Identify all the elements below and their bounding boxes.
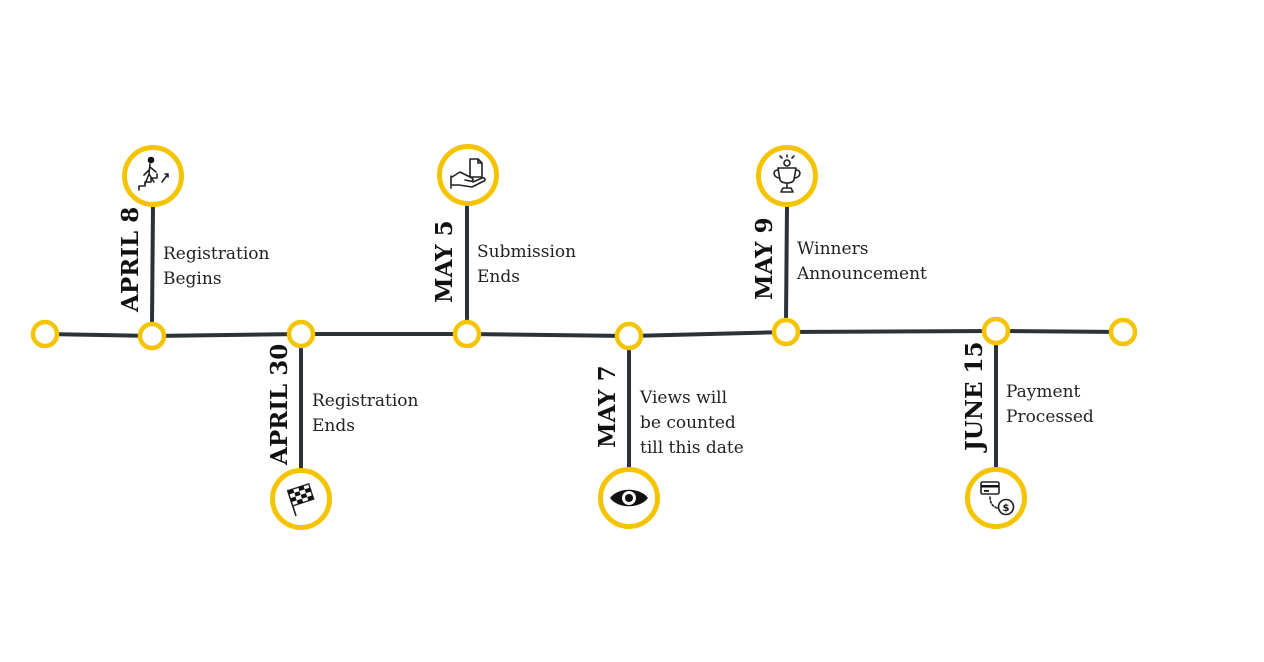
event-node <box>981 316 1011 346</box>
event-date: MAY 9 <box>751 217 778 300</box>
event-may-9: MAY 9 Winners Announcement <box>751 145 927 347</box>
event-node <box>452 319 482 349</box>
event-icon-badge <box>965 467 1027 529</box>
svg-text:$: $ <box>1003 503 1010 514</box>
event-node <box>286 319 316 349</box>
event-description: Registration Ends <box>312 391 424 436</box>
event-date: APRIL 30 <box>266 344 293 466</box>
trophy-icon <box>773 154 801 193</box>
event-description: Submission Ends <box>477 242 582 287</box>
event-node <box>137 321 167 351</box>
eye-icon <box>610 489 648 507</box>
event-april-30: APRIL 30 Registration Ends <box>266 319 424 530</box>
event-june-15: $ JUNE 15 Payment Processed <box>961 316 1094 529</box>
event-date: APRIL 8 <box>117 207 144 313</box>
event-description: Payment Processed <box>1006 382 1094 427</box>
timeline-axis-line <box>44 328 1124 339</box>
checkered-flag-icon <box>286 482 315 517</box>
event-date: JUNE 15 <box>961 341 988 453</box>
event-description: Registration Begins <box>163 244 275 289</box>
event-icon-badge <box>756 145 818 207</box>
card-payment-icon: $ <box>980 481 1015 516</box>
event-description: Winners Announcement <box>796 239 927 284</box>
event-node <box>614 321 644 351</box>
timeline-end-node <box>1108 317 1138 347</box>
event-icon-badge <box>122 145 184 207</box>
event-node <box>771 317 801 347</box>
stair-climbing-person-icon <box>138 156 169 191</box>
event-may-5: MAY 5 Submission Ends <box>431 144 582 349</box>
event-icon-badge <box>437 144 499 206</box>
hand-document-icon <box>450 158 486 189</box>
event-date: MAY 5 <box>431 220 458 303</box>
timeline-start-node <box>30 319 60 349</box>
event-connector <box>150 205 155 323</box>
event-connector <box>784 205 789 321</box>
event-date: MAY 7 <box>594 365 621 448</box>
event-april-8: APRIL 8 Registration Begins <box>117 145 275 351</box>
event-description: Views will be counted till this date <box>639 388 744 458</box>
event-may-7: MAY 7 Views will be counted till this da… <box>594 321 744 529</box>
